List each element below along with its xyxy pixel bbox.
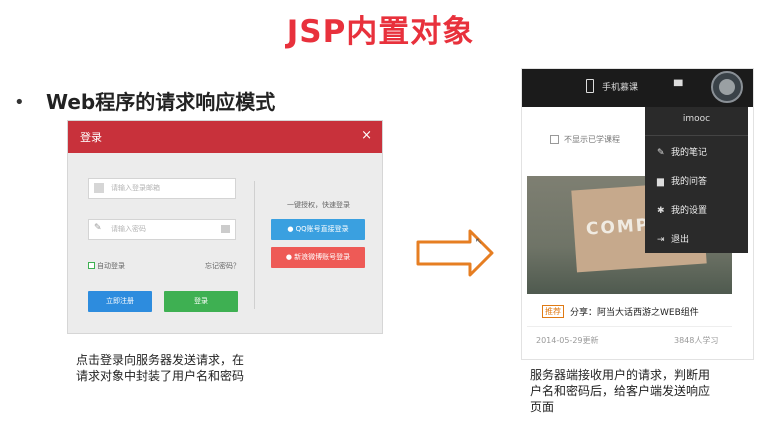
menu-item-logout[interactable]: ⇥ 退出: [657, 232, 689, 245]
top-bar: 手机慕课 ▀: [522, 69, 753, 107]
cursor-icon: ↖: [475, 237, 483, 247]
menu-item-label: 我的问答: [671, 177, 708, 187]
login-button[interactable]: 登录: [164, 291, 238, 312]
mobile-link[interactable]: 手机慕课: [602, 83, 639, 93]
right-caption-line: 页面: [530, 400, 555, 414]
menu-item-label: 我的设置: [671, 206, 708, 216]
pencil-icon: ✎: [657, 148, 665, 158]
oauth-label: 一键授权，快速登录: [287, 201, 350, 209]
menu-item-qa[interactable]: ▆ 我的问答: [657, 174, 707, 187]
email-field[interactable]: 请输入登录邮箱: [88, 178, 236, 199]
right-caption: 服务器端接收用户的请求，判断用 户名和密码后，给客户端发送响应 页面: [530, 367, 710, 415]
user-icon: [94, 183, 104, 193]
keyboard-icon[interactable]: [221, 225, 230, 233]
left-caption-line: 请求对象中封装了用户名和密码: [76, 369, 245, 383]
login-title: 登录: [80, 131, 102, 144]
right-caption-line: 服务器端接收用户的请求，判断用: [530, 368, 711, 382]
avatar[interactable]: [711, 71, 743, 103]
chat-icon[interactable]: ▀: [674, 80, 683, 93]
user-page: 手机慕课 ▀ 不显示已学课程 COMPO 推荐 分享：阿当大话西游之WEB组件 …: [521, 68, 754, 360]
divider: [527, 326, 732, 327]
left-caption-line: 点击登录向服务器发送请求，在: [76, 353, 245, 367]
weibo-login-button[interactable]: ● 新浪微博账号登录: [271, 247, 365, 268]
qq-icon: ●: [287, 225, 296, 233]
qq-login-button[interactable]: ● QQ账号直接登录: [271, 219, 365, 240]
menu-username: imooc: [682, 114, 711, 124]
remember-checkbox[interactable]: [88, 262, 95, 269]
login-header: 登录 ×: [68, 121, 382, 153]
close-icon[interactable]: ×: [361, 128, 372, 143]
bullet-dot: •: [14, 92, 25, 113]
gear-icon: ✱: [657, 206, 665, 216]
right-arrow-icon: [416, 229, 494, 277]
qa-icon: ▆: [657, 177, 664, 187]
learner-count: 3848人学习: [674, 336, 719, 345]
hide-learned-checkbox[interactable]: [550, 135, 559, 144]
register-button[interactable]: 立即注册: [88, 291, 152, 312]
divider: [645, 135, 748, 136]
menu-item-label: 退出: [671, 235, 690, 245]
forgot-password-link[interactable]: 忘记密码？: [205, 262, 240, 270]
recommend-badge: 推荐: [542, 305, 564, 318]
remember-label: 自动登录: [97, 262, 125, 270]
menu-item-settings[interactable]: ✱ 我的设置: [657, 203, 707, 216]
phone-icon: [586, 79, 594, 93]
menu-item-label: 我的笔记: [671, 148, 708, 158]
avatar-head: [719, 79, 735, 95]
qq-login-label: QQ账号直接登录: [295, 225, 349, 233]
password-placeholder: 请输入密码: [111, 225, 146, 233]
login-dialog: 登录 × 请输入登录邮箱 ✎ 请输入密码 自动登录 忘记密码？ 立即注册 登录 …: [67, 120, 383, 334]
menu-item-notes[interactable]: ✎ 我的笔记: [657, 145, 707, 158]
password-field[interactable]: ✎ 请输入密码: [88, 219, 236, 240]
user-dropdown-menu: imooc ✎ 我的笔记 ▆ 我的问答 ✱ 我的设置 ⇥ 退出: [645, 107, 748, 253]
weibo-icon: ●: [285, 253, 295, 261]
course-date: 2014-05-29更新: [536, 336, 599, 345]
slide-title: JSP内置对象: [286, 14, 475, 50]
divider: [254, 181, 255, 309]
course-title[interactable]: 分享：阿当大话西游之WEB组件: [570, 308, 699, 318]
right-caption-line: 户名和密码后，给客户端发送响应: [530, 384, 711, 398]
left-caption: 点击登录向服务器发送请求，在 请求对象中封装了用户名和密码: [76, 352, 244, 384]
logout-icon: ⇥: [657, 235, 665, 245]
key-icon: ✎: [94, 223, 102, 233]
bullet-heading: Web程序的请求响应模式: [46, 90, 276, 114]
email-placeholder: 请输入登录邮箱: [111, 184, 160, 192]
weibo-login-label: 新浪微博账号登录: [294, 253, 351, 261]
hide-learned-label: 不显示已学课程: [564, 135, 620, 144]
